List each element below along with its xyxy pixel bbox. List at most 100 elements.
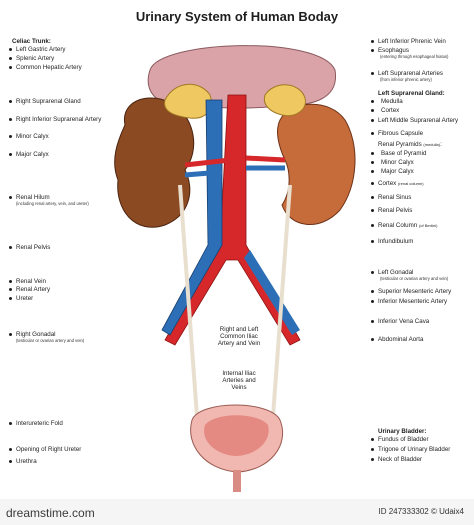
- pointer-dot: [9, 246, 12, 249]
- sub-suprarenal-arteries: (from inferior phrenic artery): [380, 77, 432, 82]
- label-right-suprarenal-gland: Right Suprarenal Gland: [16, 98, 81, 105]
- label-abdominal-aorta: Abdominal Aorta: [378, 336, 424, 343]
- label-urethra: Urethra: [16, 458, 37, 465]
- label-medulla: Medulla: [381, 98, 403, 105]
- label-infundibulum: Infundibulum: [378, 238, 414, 245]
- label-interureteric-fold: Interureteric Fold: [16, 420, 63, 427]
- label-minor-calyx-left: Minor Calyx: [16, 133, 49, 140]
- pointer-dot: [9, 297, 12, 300]
- sub-esophagus: (entering through esophageal hiatus): [380, 54, 449, 59]
- sub-left-gonadal: (testicular or ovarian artery and vein): [380, 276, 449, 281]
- label-urinary-bladder: Urinary Bladder:: [378, 428, 427, 435]
- pointer-dot: [9, 153, 12, 156]
- image-id: ID 247333302 © Udaix4: [378, 507, 464, 516]
- pointer-dot: [9, 280, 12, 283]
- pointer-dot: [9, 48, 12, 51]
- pointer-dot: [9, 135, 12, 138]
- label-cortex-adrenal: Cortex: [381, 107, 400, 114]
- right-ureter: [178, 184, 200, 431]
- label-inferior-mesenteric-artery: Inferior Mesenteric Artery: [378, 298, 448, 305]
- pointer-dot: [371, 152, 374, 155]
- label-base-of-pyramid: Base of Pyramid: [381, 150, 427, 157]
- pointer-dot: [371, 271, 374, 274]
- pointer-dot: [9, 57, 12, 60]
- pointer-dot: [9, 100, 12, 103]
- label-trigone: Trigone of Urinary Bladder: [378, 446, 451, 453]
- label-renal-pelvis-left: Renal Pelvis: [16, 244, 51, 251]
- pointer-dot: [371, 72, 374, 75]
- label-internal-iliac: Internal Iliac Arteries and Veins: [222, 370, 256, 391]
- label-minor-calyx-right: Minor Calyx: [381, 159, 414, 166]
- pointer-dot: [371, 438, 374, 441]
- diagram-title: Urinary System of Human Boday: [135, 9, 339, 24]
- label-superior-mesenteric-artery: Superior Mesenteric Artery: [378, 288, 452, 295]
- label-renal-vein: Renal Vein: [16, 278, 46, 285]
- pointer-dot: [371, 290, 374, 293]
- footer-bar: dreamstime.com ID 247333302 © Udaix4: [0, 499, 474, 525]
- label-major-calyx-right: Major Calyx: [381, 168, 414, 175]
- pointer-dot: [9, 460, 12, 463]
- pointer-dot: [371, 338, 374, 341]
- brand-logo: dreamstime.com: [6, 506, 95, 520]
- label-esophagus: Esophagus: [378, 47, 409, 54]
- label-cortex-kidney: Cortex (renal column): [378, 180, 424, 187]
- pointer-dot: [371, 320, 374, 323]
- pointer-dot: [371, 49, 374, 52]
- label-renal-hilum: Renal Hilum: [16, 194, 50, 201]
- label-left-suprarenal-arteries: Left Suprarenal Arteries: [378, 70, 444, 77]
- pointer-dot: [9, 333, 12, 336]
- pointer-dot: [371, 240, 374, 243]
- label-celiac-trunk: Celiac Trunk:: [12, 38, 51, 45]
- pointer-dot: [371, 119, 374, 122]
- pointer-dot: [371, 161, 374, 164]
- label-fundus-of-bladder: Fundus of Bladder: [378, 436, 429, 443]
- renal-artery: [184, 157, 231, 168]
- label-inferior-vena-cava: Inferior Vena Cava: [378, 318, 430, 325]
- label-neck-of-bladder: Neck of Bladder: [378, 456, 423, 463]
- iliac-vein-left: [244, 250, 300, 335]
- pointer-dot: [371, 458, 374, 461]
- pointer-dot: [371, 132, 374, 135]
- label-splenic-artery: Splenic Artery: [16, 55, 55, 62]
- label-left-inferior-phrenic-vein: Left Inferior Phrenic Vein: [378, 38, 446, 45]
- label-right-gonadal: Right Gonadal: [16, 331, 56, 338]
- right-kidney: [114, 97, 195, 228]
- sub-right-gonadal: (testicular or ovarian artery and vein): [16, 338, 85, 343]
- label-left-gonadal: Left Gonadal: [378, 269, 414, 276]
- label-right-inferior-suprarenal-artery: Right Inferior Suprarenal Artery: [16, 116, 102, 123]
- pointer-dot: [371, 109, 374, 112]
- inferior-vena-cava: [161, 99, 223, 336]
- bladder-interior: [204, 415, 269, 456]
- pointer-dot: [9, 448, 12, 451]
- label-renal-artery: Renal Artery: [16, 286, 51, 293]
- label-common-iliac: Right and Left Common Iliac Artery and V…: [217, 326, 261, 347]
- label-renal-sinus: Renal Sinus: [378, 194, 412, 201]
- sub-renal-hilum: (including renal artery, vein, and urete…: [16, 201, 89, 206]
- label-left-suprarenal-gland: Left Suprarenal Gland:: [378, 90, 445, 97]
- label-opening-right-ureter: Opening of Right Ureter: [16, 446, 82, 453]
- pointer-dot: [371, 40, 374, 43]
- pointer-dot: [9, 66, 12, 69]
- pointer-dot: [9, 288, 12, 291]
- left-renal-artery: [245, 155, 286, 163]
- left-ureter: [270, 184, 292, 431]
- renal-vein: [184, 169, 223, 178]
- pointer-dot: [371, 209, 374, 212]
- pointer-dot: [371, 170, 374, 173]
- label-left-gastric-artery: Left Gastric Artery: [16, 46, 66, 53]
- pointer-dot: [9, 422, 12, 425]
- label-major-calyx-left: Major Calyx: [16, 151, 49, 158]
- pointer-dot: [371, 100, 374, 103]
- label-ureter: Ureter: [16, 295, 34, 302]
- pointer-dot: [371, 448, 374, 451]
- urethra: [233, 470, 241, 492]
- label-renal-pyramids: Renal Pyramids (medulla):: [378, 141, 442, 148]
- label-common-hepatic-artery: Common Hepatic Artery: [16, 64, 82, 71]
- label-fibrous-capsule: Fibrous Capsule: [378, 130, 424, 137]
- pointer-dot: [9, 196, 12, 199]
- pointer-dot: [371, 300, 374, 303]
- pointer-dot: [371, 182, 374, 185]
- label-renal-pelvis-right: Renal Pelvis: [378, 207, 413, 214]
